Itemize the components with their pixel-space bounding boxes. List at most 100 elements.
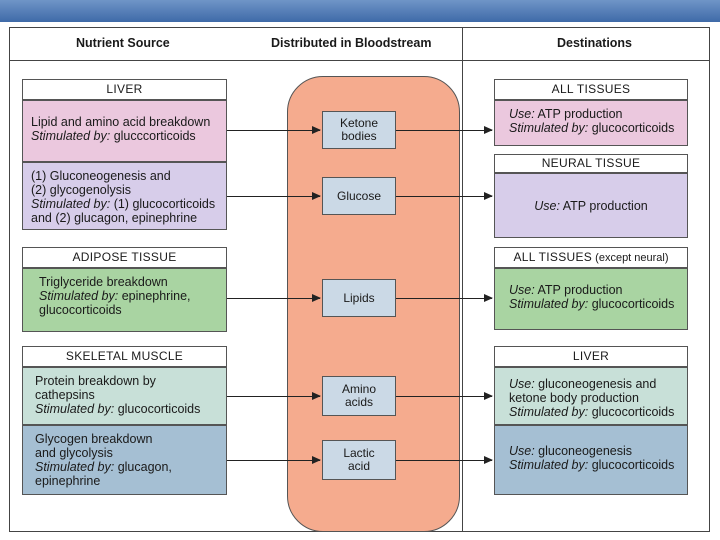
molecule-lactic-acid: Lactic acid xyxy=(322,440,396,480)
stim-label: Stimulated by: xyxy=(35,402,115,416)
dest-all-tissues-title: ALL TISSUES xyxy=(494,79,688,100)
header-bloodstream: Distributed in Bloodstream xyxy=(271,36,432,50)
ketone-line1: Ketone xyxy=(339,116,379,130)
dest-liver-b-stim: Stimulated by: glucocorticoids xyxy=(509,458,679,472)
arrow-amino-to-liver xyxy=(396,392,493,400)
dest-liver-a-use: Use: gluconeogenesis and xyxy=(509,377,679,391)
muscle-glycogen-stim: Stimulated by: glucagon, xyxy=(35,460,218,474)
muscle-protein-line1: Protein breakdown by xyxy=(35,374,156,388)
liver-gluco-line1: (1) Gluconeogenesis and xyxy=(31,169,171,183)
stim-label: Stimulated by: xyxy=(509,297,589,311)
dest-liver-a-line2: ketone body production xyxy=(509,391,639,405)
stim-value: glucccorticoids xyxy=(110,129,196,143)
lactic-line1: Lactic xyxy=(343,446,375,460)
arrow-muscle-to-amino xyxy=(227,392,321,400)
dest-neural-title: NEURAL TISSUE xyxy=(494,154,688,173)
dest-all-except-use: Use: ATP production xyxy=(509,283,679,297)
arrow-liver-to-ketone xyxy=(227,126,321,134)
liver-lipid-stim: Stimulated by: glucccorticoids xyxy=(31,129,218,143)
liver-lipid-line1: Lipid and amino acid breakdown xyxy=(31,115,211,129)
column-divider xyxy=(462,27,463,532)
stim-label: Stimulated by: xyxy=(509,458,589,472)
use-label: Use: xyxy=(509,444,535,458)
amino-line2: acids xyxy=(344,395,373,409)
use-value: ATP production xyxy=(534,283,623,297)
use-value: gluconeogenesis and xyxy=(534,377,657,391)
dest-all-except-stim: Stimulated by: glucocorticoids xyxy=(509,297,679,311)
molecule-amino-acids: Amino acids xyxy=(322,376,396,416)
liver-gluco-line2: (2) glycogenolysis xyxy=(31,183,132,197)
muscle-glycogen-line2: and glycolysis xyxy=(35,446,113,460)
muscle-protein-line2: cathepsins xyxy=(35,388,95,402)
dest-liver-a-box: Use: gluconeogenesis and ketone body pro… xyxy=(494,367,688,425)
stim-label: Stimulated by: xyxy=(31,129,111,143)
header-nutrient-source: Nutrient Source xyxy=(76,36,170,50)
amino-line1: Amino xyxy=(341,382,376,396)
stim-value: (1) glucocorticoids xyxy=(110,197,216,211)
dest-liver-b-box: Use: gluconeogenesis Stimulated by: gluc… xyxy=(494,425,688,495)
muscle-source-title: SKELETAL MUSCLE xyxy=(22,346,227,367)
dest-liver-b-use: Use: gluconeogenesis xyxy=(509,444,679,458)
stim-value: epinephrine, xyxy=(118,289,191,303)
dest-liver-title: LIVER xyxy=(494,346,688,367)
lactic-line2: acid xyxy=(347,459,370,473)
dest-neural-use: Use: ATP production xyxy=(534,199,648,213)
stim-value: glucagon, xyxy=(114,460,172,474)
header-row xyxy=(9,27,710,61)
dest-liver-a-stim: Stimulated by: glucocorticoids xyxy=(509,405,679,419)
use-value: gluconeogenesis xyxy=(534,444,632,458)
dest-all-except-title-suffix: (except neural) xyxy=(592,252,669,264)
arrow-ketone-to-all-tissues xyxy=(396,126,493,134)
arrow-lipids-to-all-except xyxy=(396,294,493,302)
header-destinations: Destinations xyxy=(557,36,633,50)
dest-all-tissues-box: Use: ATP production Stimulated by: gluco… xyxy=(494,100,688,146)
stim-value: glucocorticoids xyxy=(588,458,675,472)
stim-value: glucocorticoids xyxy=(588,405,675,419)
liver-gluco-line4: and (2) glucagon, epinephrine xyxy=(31,211,198,225)
arrow-muscle-to-lactic xyxy=(227,456,321,464)
stim-value: glucocorticoids xyxy=(114,402,201,416)
muscle-glycogen-box: Glycogen breakdown and glycolysis Stimul… xyxy=(22,425,227,495)
muscle-glycogen-line4: epinephrine xyxy=(35,474,101,488)
dest-neural-box: Use: ATP production xyxy=(494,173,688,238)
liver-source-title: LIVER xyxy=(22,79,227,100)
arrow-liver-to-glucose xyxy=(227,192,321,200)
arrow-lactic-to-liver xyxy=(396,456,493,464)
liver-gluco-stim: Stimulated by: (1) glucocorticoids xyxy=(31,197,218,211)
dest-all-except-title: ALL TISSUES (except neural) xyxy=(494,247,688,268)
dest-all-except-box: Use: ATP production Stimulated by: gluco… xyxy=(494,268,688,330)
muscle-protein-box: Protein breakdown by cathepsins Stimulat… xyxy=(22,367,227,425)
stim-label: Stimulated by: xyxy=(509,121,589,135)
adipose-line3: glucocorticoids xyxy=(39,303,122,317)
use-label: Use: xyxy=(509,283,535,297)
muscle-glycogen-line1: Glycogen breakdown xyxy=(35,432,153,446)
muscle-protein-stim: Stimulated by: glucocorticoids xyxy=(35,402,218,416)
stim-label: Stimulated by: xyxy=(39,289,119,303)
use-value: ATP production xyxy=(534,107,623,121)
molecule-ketone-bodies: Ketone bodies xyxy=(322,111,396,149)
stim-value: glucocorticoids xyxy=(588,121,675,135)
stim-label: Stimulated by: xyxy=(31,197,111,211)
molecule-glucose: Glucose xyxy=(322,177,396,215)
use-label: Use: xyxy=(534,198,560,213)
arrow-adipose-to-lipids xyxy=(227,294,321,302)
adipose-source-title: ADIPOSE TISSUE xyxy=(22,247,227,268)
arrow-glucose-to-neural xyxy=(396,192,493,200)
adipose-box: Triglyceride breakdown Stimulated by: ep… xyxy=(22,268,227,332)
molecule-lipids: Lipids xyxy=(322,279,396,317)
ketone-line2: bodies xyxy=(341,129,377,143)
adipose-line1: Triglyceride breakdown xyxy=(39,275,168,289)
liver-lipid-box: Lipid and amino acid breakdown Stimulate… xyxy=(22,100,227,162)
top-banner xyxy=(0,0,720,22)
adipose-stim: Stimulated by: epinephrine, xyxy=(39,289,218,303)
dest-all-except-title-main: ALL TISSUES xyxy=(513,250,593,264)
use-label: Use: xyxy=(509,107,535,121)
stim-value: glucocorticoids xyxy=(588,297,675,311)
dest-all-tissues-use: Use: ATP production xyxy=(509,107,679,121)
liver-gluco-box: (1) Gluconeogenesis and (2) glycogenolys… xyxy=(22,162,227,230)
stim-label: Stimulated by: xyxy=(35,460,115,474)
dest-all-tissues-stim: Stimulated by: glucocorticoids xyxy=(509,121,679,135)
stim-label: Stimulated by: xyxy=(509,405,589,419)
use-label: Use: xyxy=(509,377,535,391)
use-value: ATP production xyxy=(559,198,648,213)
